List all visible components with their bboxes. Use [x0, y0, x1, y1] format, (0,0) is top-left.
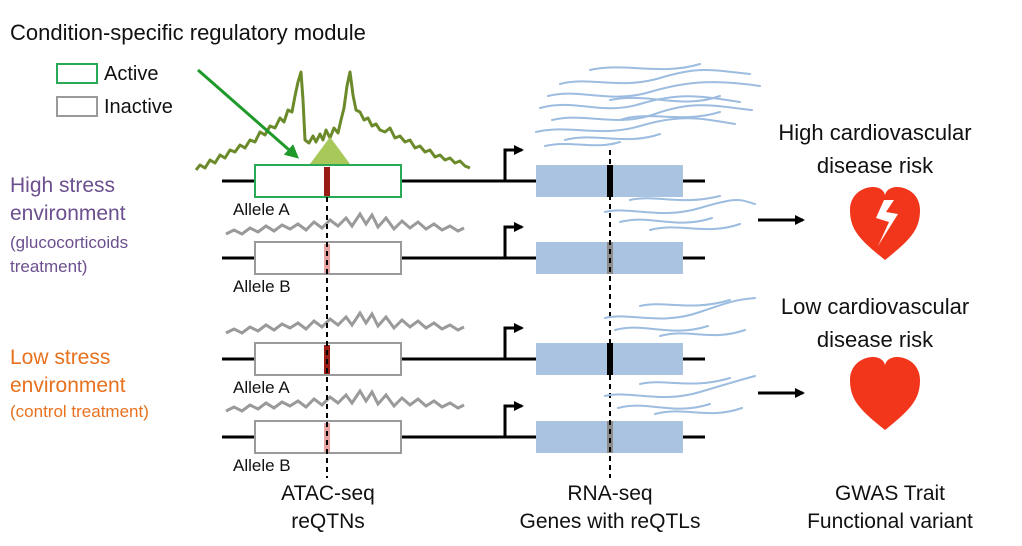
row-high-allele-b [222, 211, 705, 275]
variant-mark-dark [324, 167, 330, 196]
rna-reads-row4 [604, 375, 756, 415]
legend-inactive-label: Inactive [104, 96, 173, 118]
broken-heart-icon [850, 187, 920, 260]
risk-low-line1: Low cardiovascular [780, 294, 970, 319]
column-atac-line2: reQTNs [291, 510, 365, 533]
heart-icon [850, 357, 920, 430]
tss-arrow [503, 323, 524, 359]
legend-active-label: Active [104, 63, 159, 85]
column-rna: RNA-seq Genes with reQTLs [500, 480, 720, 536]
atac-signal-inactive [225, 388, 465, 413]
allele-label: Allele A [233, 200, 290, 219]
atac-signal-inactive [225, 211, 465, 236]
condition-high-line2: environment [10, 202, 126, 225]
risk-low: Low cardiovascular disease risk [745, 290, 1005, 356]
risk-high-line1: High cardiovascular [778, 120, 972, 145]
atac-signal-inactive [225, 310, 465, 335]
row-high-allele-a [222, 145, 705, 198]
allele-label: Allele B [233, 277, 291, 296]
condition-high-line1: High stress [10, 174, 116, 197]
column-gwas-line1: GWAS Trait [834, 482, 946, 505]
legend-inactive-swatch [56, 96, 98, 117]
variant-mark-light [324, 244, 330, 273]
column-atac: ATAC-seq reQTNs [228, 480, 428, 536]
risk-high-line2: disease risk [816, 153, 934, 178]
rna-reads-row2 [604, 195, 756, 231]
legend-active-swatch [56, 63, 98, 84]
column-rna-line2: Genes with reQTLs [519, 510, 701, 533]
allele-label: Allele A [233, 378, 290, 397]
row-low-allele-a [222, 310, 705, 376]
risk-low-line2: disease risk [816, 327, 934, 352]
column-gwas-line2: Functional variant [807, 510, 973, 533]
condition-low-line1: Low stress [10, 346, 111, 369]
tss-arrow [503, 145, 524, 181]
tss-arrow [503, 401, 524, 437]
risk-high: High cardiovascular disease risk [745, 116, 1005, 182]
gene-variant-light [607, 421, 613, 453]
tss-arrow [503, 222, 524, 258]
variant-mark-light [324, 423, 330, 452]
allele-label: Allele B [233, 456, 291, 475]
column-gwas: GWAS Trait Functional variant [780, 480, 1000, 536]
column-atac-line1: ATAC-seq [281, 482, 375, 505]
rna-reads-row3 [604, 297, 756, 337]
condition-high-sub2: treatment) [10, 257, 88, 276]
condition-low-line2: environment [10, 374, 126, 397]
pointer-arrow [197, 68, 300, 159]
column-rna-line1: RNA-seq [567, 482, 653, 505]
heart-crack [876, 200, 898, 246]
condition-low-sub1: (control treatment) [10, 402, 149, 421]
rna-reads-row1 [535, 63, 761, 147]
peak-triangle [310, 137, 350, 164]
condition-high-sub1: (glucocorticoids [10, 233, 129, 252]
row-low-allele-b [222, 388, 705, 454]
diagram-title: Condition-specific regulatory module [10, 20, 366, 45]
